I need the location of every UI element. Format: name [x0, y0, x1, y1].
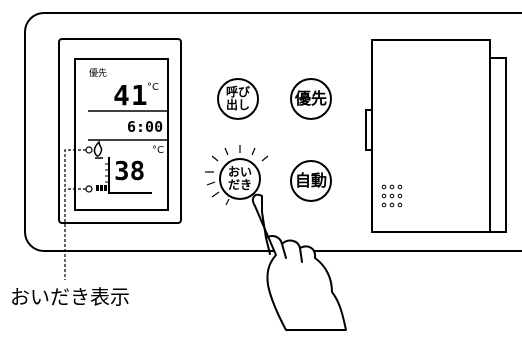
remote-housing	[24, 12, 522, 252]
reheat-display-caption: おいだき表示	[10, 285, 130, 309]
reheat-button[interactable]: おい だき	[219, 158, 261, 200]
remote-cover	[365, 39, 507, 233]
auto-button-label: 自動	[294, 170, 327, 190]
bath-temperature-value: 38	[114, 157, 146, 187]
caption-leader-lines	[64, 146, 93, 280]
flame-icon	[93, 140, 103, 159]
speaker-grille-icon	[381, 184, 403, 208]
reheat-indicator-icon	[96, 185, 107, 191]
auto-button[interactable]: 自動	[290, 160, 332, 202]
priority-indicator: 優先	[89, 69, 108, 79]
reheat-button-label: おい だき	[227, 165, 252, 192]
reheat-highlight-rays	[205, 145, 269, 206]
call-button[interactable]: 呼び 出し	[217, 78, 259, 120]
set-temperature-value: 41	[113, 79, 149, 112]
clock-display: 6:00	[127, 118, 164, 136]
pointing-hand-icon	[252, 193, 347, 331]
bath-level-icon	[105, 157, 152, 194]
set-temperature-unit: °C	[147, 82, 159, 93]
lcd-frame	[58, 38, 182, 224]
call-button-label: 呼び 出し	[225, 85, 250, 112]
priority-button[interactable]: 優先	[290, 78, 332, 120]
priority-button-label: 優先	[294, 88, 327, 108]
bath-temperature-unit: °C	[152, 145, 164, 156]
